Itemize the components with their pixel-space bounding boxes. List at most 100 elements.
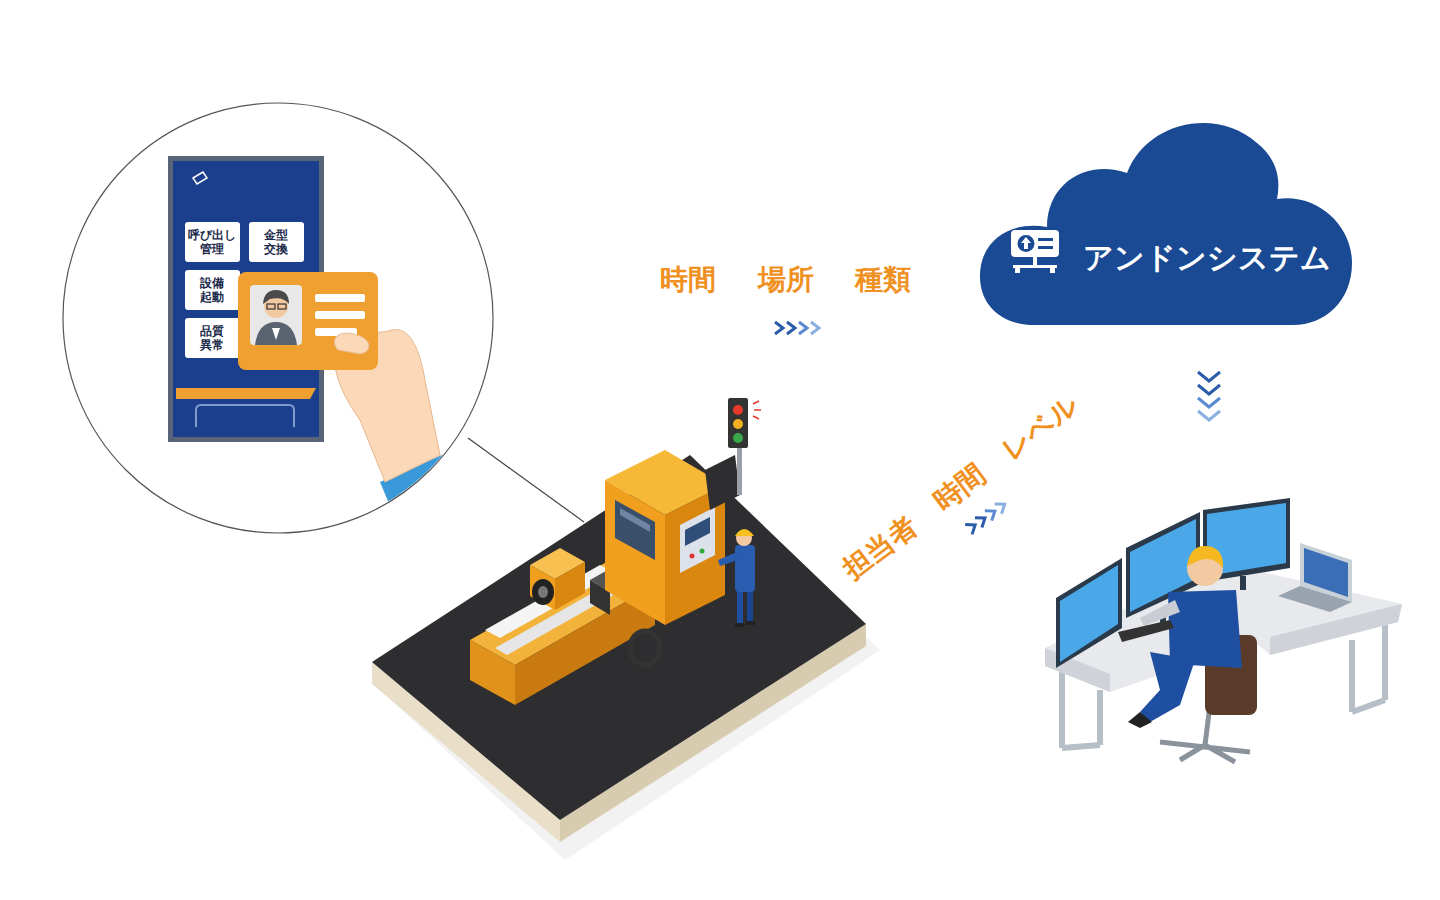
monitor-screens <box>1278 586 1352 612</box>
monitor-screens <box>1056 558 1122 668</box>
chevron-arrows <box>775 322 1220 534</box>
signal-tower <box>728 398 761 495</box>
hand-thumb <box>334 333 369 354</box>
button-label: 金型 交換 <box>251 228 301 257</box>
lathe-machine <box>685 517 710 546</box>
lathe-machine <box>705 455 740 510</box>
chevron-arrows <box>975 513 988 527</box>
id-card <box>315 294 365 302</box>
menu-button: 設備 起動 <box>185 270 240 310</box>
system-icon <box>1011 230 1059 273</box>
signal-tower <box>728 398 748 448</box>
lathe-machine <box>680 507 715 573</box>
system-icon <box>1038 238 1053 241</box>
flow-label: 種類 <box>855 261 911 299</box>
system-icon <box>1013 265 1057 268</box>
button-label: 品質 異常 <box>187 324 237 353</box>
lathe-machine <box>700 549 705 554</box>
lathe-machine <box>690 554 695 559</box>
machine-worker <box>735 545 755 592</box>
lathe-machine <box>470 450 740 705</box>
machine-worker <box>735 529 754 536</box>
tablet <box>173 161 319 437</box>
floor-platform <box>372 455 880 860</box>
signal-tower <box>737 445 742 495</box>
id-card <box>278 304 286 309</box>
hand-thumb <box>334 333 369 354</box>
id-card <box>264 294 288 318</box>
tablet <box>196 405 294 427</box>
signal-tower <box>733 433 743 443</box>
chevron-arrows <box>995 499 1008 513</box>
id-card <box>267 304 275 309</box>
menu-button: 金型 交換 <box>249 222 304 262</box>
chevron-arrows <box>1198 411 1220 420</box>
flow-label: レベル <box>994 387 1086 470</box>
menu-button: 呼び出し 管理 <box>185 222 240 262</box>
id-card <box>263 290 289 304</box>
system-icon <box>1018 235 1035 252</box>
magnifier <box>63 103 493 533</box>
system-name: アンドンシステム <box>1083 238 1331 279</box>
button-label: 設備 起動 <box>187 276 237 305</box>
lathe-machine <box>538 586 548 598</box>
tablet <box>176 388 316 399</box>
flow-label: 時間 <box>926 456 994 520</box>
machine-worker <box>746 621 755 625</box>
chevron-arrows <box>1198 372 1220 381</box>
desk-operator <box>1168 590 1242 668</box>
id-card <box>255 322 297 345</box>
flow-label: 時間 <box>660 261 716 299</box>
chevron-arrows <box>965 520 978 534</box>
lathe-machine <box>532 579 554 605</box>
id-card <box>272 328 280 340</box>
control-desk <box>1352 625 1385 712</box>
chevron-arrows <box>787 322 795 334</box>
lathe-machine <box>555 562 585 610</box>
system-icon <box>1015 268 1020 273</box>
hand-with-card <box>334 330 460 525</box>
desk-operator <box>1118 546 1257 762</box>
desk-operator <box>1140 600 1180 626</box>
lathe-machine <box>615 500 655 560</box>
chevron-arrows <box>775 322 783 334</box>
signal-tower <box>733 405 743 415</box>
id-card <box>250 285 302 345</box>
magnifier <box>468 438 584 522</box>
system-icon <box>1050 268 1055 273</box>
monitor-screens <box>1240 576 1246 590</box>
lathe-machine <box>605 480 665 625</box>
chevron-arrows <box>1198 398 1220 407</box>
system-icon <box>1033 257 1037 265</box>
button-label: 呼び出し 管理 <box>187 228 237 257</box>
tablet <box>168 156 324 442</box>
lathe-machine <box>530 565 555 610</box>
monitor-screens <box>1056 498 1352 668</box>
tablet <box>193 172 207 184</box>
machine-worker <box>747 590 753 623</box>
desk-operator <box>1187 546 1223 568</box>
magnifier <box>63 103 584 533</box>
system-icon <box>1038 246 1053 249</box>
flow-label: 担当者 <box>835 508 925 589</box>
machine-worker <box>718 529 755 627</box>
cloud-shape <box>975 103 1355 328</box>
menu-button: 品質 異常 <box>185 318 240 358</box>
hand-with-card <box>334 330 440 482</box>
chevron-arrows <box>1198 385 1220 394</box>
control-desk <box>1270 604 1402 655</box>
lathe-machine <box>630 631 660 665</box>
id-card <box>315 328 357 336</box>
tablet <box>168 156 324 442</box>
cloud-system: アンドンシステム <box>975 103 1355 328</box>
chevron-arrows <box>965 499 1008 534</box>
hand-with-card <box>380 455 460 525</box>
chevron-arrows <box>799 322 807 334</box>
desk-operator <box>1118 620 1174 642</box>
flow-label: 場所 <box>758 261 814 299</box>
machine-worker <box>718 552 738 566</box>
machine-worker <box>737 590 743 625</box>
system-icon <box>1021 237 1031 249</box>
signal-tower <box>753 401 761 419</box>
